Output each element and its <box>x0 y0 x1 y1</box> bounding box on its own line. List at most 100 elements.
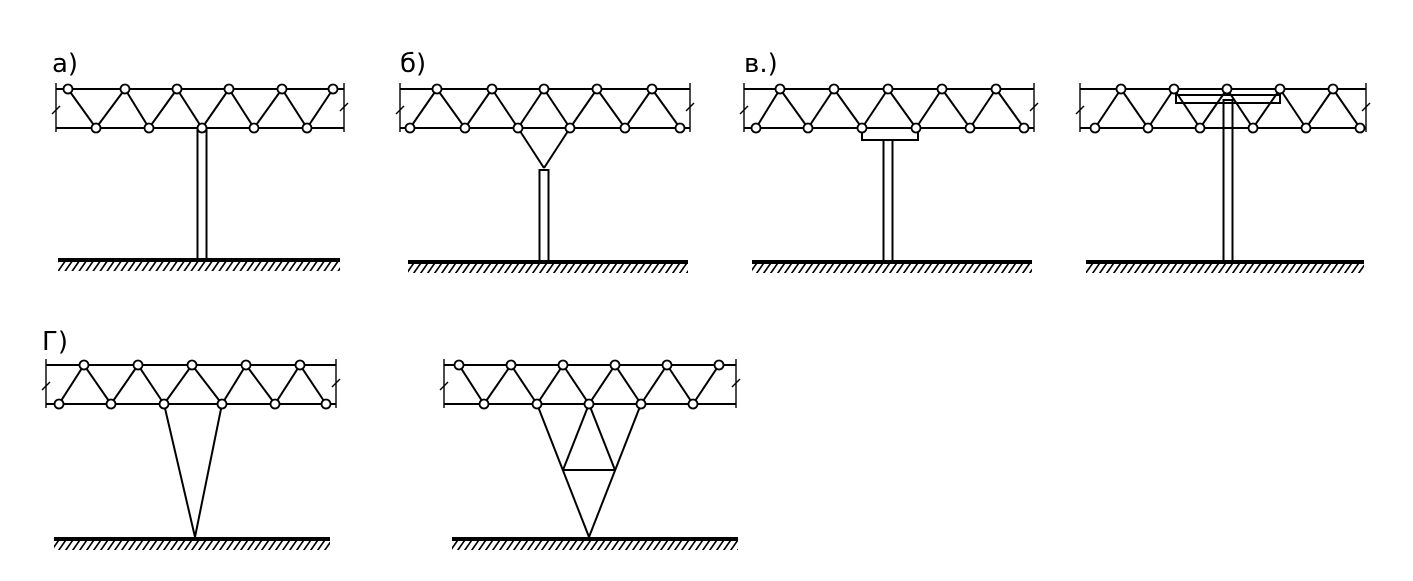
truss-node <box>431 83 443 95</box>
truss-node <box>591 83 603 95</box>
truss-diagonal <box>887 88 917 129</box>
truss-diagonal <box>651 88 681 129</box>
truss-diagonal <box>969 88 997 129</box>
truss-node <box>910 122 922 134</box>
truss-node <box>990 83 1002 95</box>
truss-diagonal <box>83 364 112 405</box>
truss-diagonal <box>755 88 781 129</box>
truss-diagonal <box>562 364 590 405</box>
truss-diagonal <box>124 88 150 129</box>
truss-node <box>661 359 673 371</box>
truss-node <box>713 359 725 371</box>
truss-node <box>294 359 306 371</box>
inner-brace <box>588 403 616 471</box>
truss-node <box>90 122 102 134</box>
truss-diagonal <box>201 88 230 129</box>
truss-node <box>1194 122 1206 134</box>
truss-node <box>557 359 569 371</box>
truss-node <box>828 83 840 95</box>
support-strut <box>517 127 545 169</box>
truss-node <box>1274 83 1286 95</box>
panel-b <box>395 83 695 273</box>
label-b: б) <box>400 49 426 79</box>
v-support-leg <box>163 403 196 538</box>
column <box>1222 99 1234 263</box>
truss-node <box>223 83 235 95</box>
truss-node <box>1354 122 1366 134</box>
truss-diagonal <box>624 88 653 129</box>
truss-diagonal <box>464 88 493 129</box>
truss-diagonal <box>833 88 863 129</box>
truss-diagonal <box>517 88 545 129</box>
panel-a <box>51 83 349 271</box>
truss-node <box>78 359 90 371</box>
truss-node <box>635 398 647 410</box>
truss-node <box>453 359 465 371</box>
truss-diagonal <box>995 88 1025 129</box>
support-plate <box>1175 94 1281 104</box>
truss-diagonal <box>1173 88 1201 129</box>
truss-diagonal <box>536 364 564 405</box>
truss-node <box>1221 83 1233 95</box>
truss-node <box>216 398 228 410</box>
panel-g-right <box>439 359 741 550</box>
truss-node <box>646 83 658 95</box>
truss-node <box>1018 122 1030 134</box>
inner-brace <box>562 403 590 471</box>
truss-diagonal <box>915 88 943 129</box>
truss-diagonal <box>67 88 97 129</box>
truss-diagonal <box>1147 88 1175 129</box>
ground-hatch <box>58 262 340 271</box>
truss-diagonal <box>281 88 308 129</box>
truss-node <box>882 83 894 95</box>
truss-diagonal <box>1120 88 1149 129</box>
truss-diagonal <box>163 364 193 405</box>
support-plate <box>861 127 919 141</box>
truss-diagonal <box>596 88 626 129</box>
truss-diagonal <box>1332 88 1361 129</box>
panel-v-right <box>1075 83 1371 273</box>
truss-diagonal <box>176 88 203 129</box>
label-g: Г) <box>42 327 68 357</box>
truss-diagonal <box>491 88 519 129</box>
truss-node <box>196 122 208 134</box>
truss-diagonal <box>409 88 438 129</box>
truss-diagonal <box>614 364 642 405</box>
truss-node <box>674 122 686 134</box>
truss-node <box>186 359 198 371</box>
truss-node <box>105 398 117 410</box>
truss-diagonal <box>666 364 694 405</box>
truss-diagonal <box>941 88 971 129</box>
truss-diagonal <box>58 364 85 405</box>
truss-node <box>119 83 131 95</box>
support-strut <box>543 127 571 169</box>
truss-node <box>248 122 260 134</box>
truss-node <box>240 359 252 371</box>
truss-node <box>538 83 550 95</box>
truss-node <box>774 83 786 95</box>
ground-hatch <box>1086 264 1364 273</box>
truss-diagonal <box>221 364 247 405</box>
truss-diagonal <box>692 364 720 405</box>
truss-diagonal <box>137 364 165 405</box>
truss-node <box>936 83 948 95</box>
truss-node <box>802 122 814 134</box>
truss-diagonal <box>510 364 538 405</box>
label-v: в.) <box>744 49 778 79</box>
truss-node <box>301 122 313 134</box>
truss-node <box>1247 122 1259 134</box>
truss-node <box>62 83 74 95</box>
truss-diagonal <box>807 88 835 129</box>
truss-diagonal <box>458 364 485 405</box>
truss-diagonal <box>569 88 598 129</box>
truss-node <box>1089 122 1101 134</box>
ground-hatch <box>408 264 688 273</box>
truss-diagonal <box>95 88 126 129</box>
truss-node <box>964 122 976 134</box>
truss-node <box>750 122 762 134</box>
ground-hatch <box>752 264 1032 273</box>
truss-diagonal <box>861 88 889 129</box>
truss-node <box>132 359 144 371</box>
truss-diagonal <box>1252 88 1281 129</box>
